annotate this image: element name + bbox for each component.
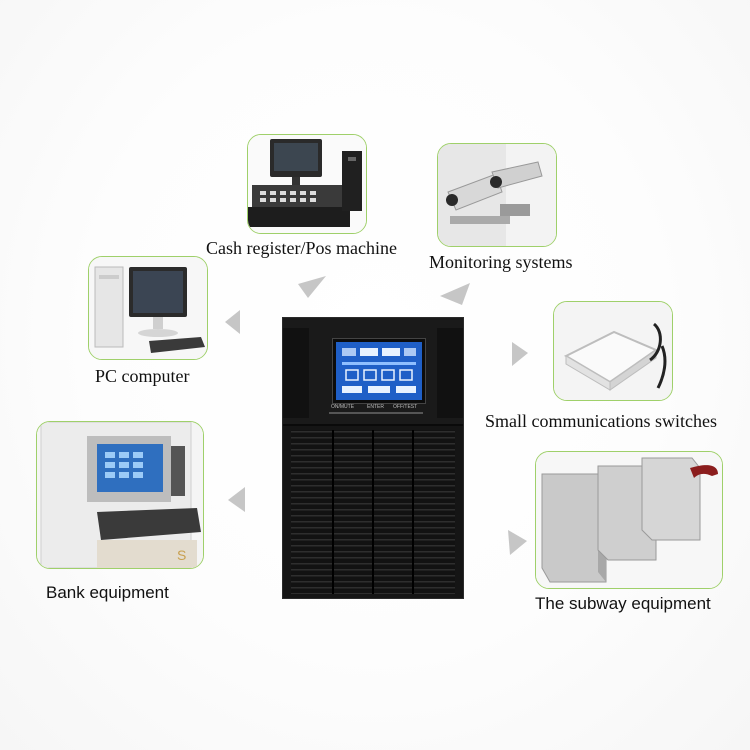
arrow-to-subway-icon <box>508 530 527 555</box>
atm-icon: S <box>37 422 203 568</box>
ups-button-enter[interactable]: ENTER <box>367 404 384 410</box>
ups-vent-grille-icon <box>291 430 455 594</box>
monitoring-label: Monitoring systems <box>429 252 573 272</box>
ups-side-panel-right <box>437 328 463 418</box>
arrow-to-switch-icon <box>512 342 528 366</box>
ups-lcd-display <box>333 339 425 403</box>
bank-frame: S <box>36 421 204 569</box>
subway-gate-icon <box>536 452 722 588</box>
ups-button-row <box>329 412 423 414</box>
ups-side-panel-left <box>283 328 309 418</box>
pos-machine-icon <box>248 135 366 233</box>
pos-machine-label: Cash register/Pos machine <box>206 238 397 258</box>
svg-text:S: S <box>177 547 186 563</box>
arrow-to-bank-icon <box>228 487 245 512</box>
arrow-to-pc-icon <box>225 310 240 334</box>
subway-label: The subway equipment <box>535 594 711 613</box>
pc-frame <box>88 256 208 360</box>
pc-label: PC computer <box>95 366 190 386</box>
ups-button-on[interactable]: ON/MUTE <box>331 404 355 410</box>
switch-label: Small communications switches <box>485 411 717 431</box>
subway-frame <box>535 451 723 589</box>
pos-machine-frame <box>247 134 367 234</box>
bank-label: Bank equipment <box>46 583 169 602</box>
arrow-to-monitoring-icon <box>440 283 470 305</box>
cctv-camera-icon <box>438 144 556 246</box>
monitoring-frame <box>437 143 557 247</box>
arrow-to-pos-icon <box>298 276 326 298</box>
ups-device: ON/MUTE ENTER OFF/TEST <box>282 317 464 599</box>
lcd-segments-icon <box>342 348 416 393</box>
network-switch-icon <box>554 302 672 400</box>
switch-frame <box>553 301 673 401</box>
ups-button-off[interactable]: OFF/TEST <box>393 404 418 410</box>
pc-monitor-icon <box>89 257 207 359</box>
